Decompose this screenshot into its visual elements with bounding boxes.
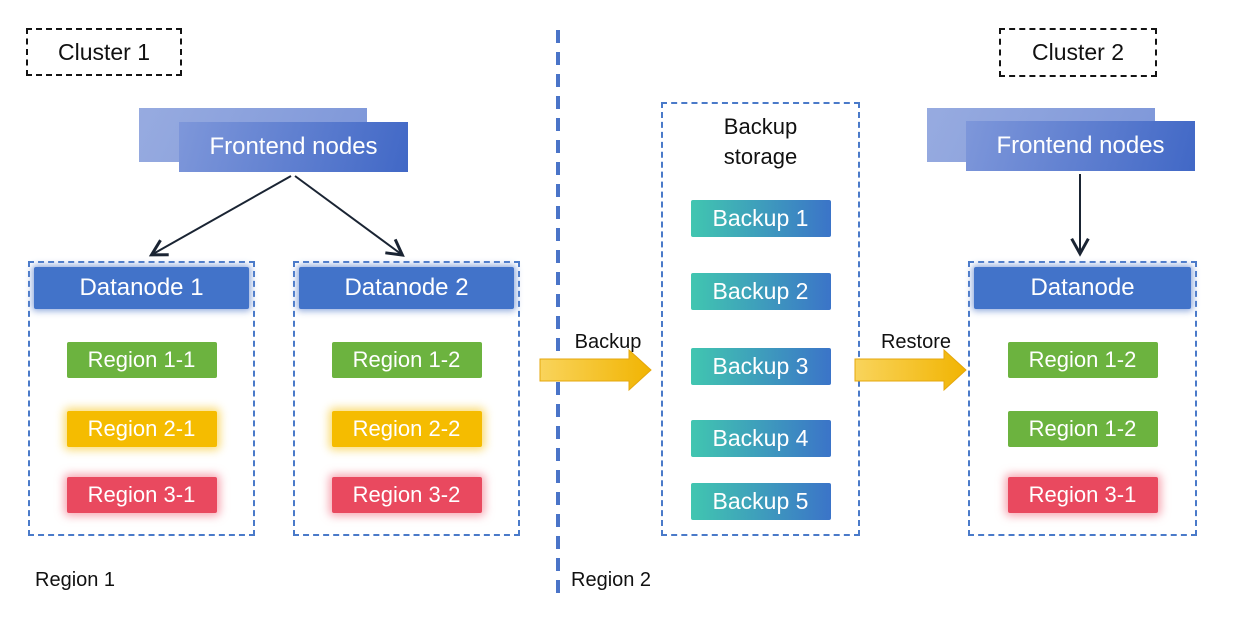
- region-box: Region 2-2: [331, 411, 482, 447]
- region1-label: Region 1: [35, 569, 116, 591]
- region-box: Region 3-2: [331, 477, 482, 513]
- region-box: Region 1-1: [66, 342, 217, 378]
- datanode2-title: Datanode 2: [344, 274, 469, 301]
- region-box: Region 1-2: [1007, 411, 1158, 447]
- datanode-cluster2-container: Datanode Region 1-2 Region 1-2 Region 3-…: [968, 261, 1197, 536]
- cluster1-label: Cluster 1: [26, 28, 182, 76]
- backup-item: Backup 1: [690, 200, 831, 237]
- region-divider-line: [556, 30, 560, 600]
- restore-arrow: [854, 348, 967, 392]
- region-box: Region 1-2: [331, 342, 482, 378]
- backup-storage-title: Backup storage: [723, 114, 798, 169]
- frontend-to-datanode1-arrow: [148, 175, 292, 257]
- region-box: Region 3-1: [1007, 477, 1158, 513]
- datanode1-header: Datanode 1: [34, 267, 249, 309]
- region-box: Region 1-2: [1007, 342, 1158, 378]
- frontend-nodes-label: Frontend nodes: [996, 132, 1165, 159]
- datanode-cluster2-title: Datanode: [1030, 274, 1135, 301]
- frontend-nodes-label: Frontend nodes: [209, 133, 378, 160]
- backup-item: Backup 5: [690, 483, 831, 520]
- region-box: Region 2-1: [66, 411, 217, 447]
- datanode2-header: Datanode 2: [299, 267, 514, 309]
- restore-flow-label: Restore: [880, 331, 952, 353]
- datanode2-container: Datanode 2 Region 1-2 Region 2-2 Region …: [293, 261, 520, 536]
- frontend-nodes-cluster1: Frontend nodes: [179, 122, 408, 172]
- backup-item: Backup 3: [690, 348, 831, 385]
- region2-label: Region 2: [571, 569, 652, 591]
- cluster2-label-text: Cluster 2: [1031, 39, 1125, 65]
- backup-flow-label: Backup: [574, 331, 642, 353]
- cluster2-label: Cluster 2: [999, 28, 1157, 77]
- region-box: Region 3-1: [66, 477, 217, 513]
- cluster1-label-text: Cluster 1: [57, 38, 151, 65]
- frontend-to-datanode2-arrow: [294, 175, 405, 257]
- datanode1-container: Datanode 1 Region 1-1 Region 2-1 Region …: [28, 261, 255, 536]
- datanode-cluster2-header: Datanode: [974, 267, 1191, 309]
- backup-item: Backup 2: [690, 273, 831, 310]
- backup-item: Backup 4: [690, 420, 831, 457]
- datanode1-title: Datanode 1: [79, 274, 204, 301]
- backup-storage-container: Backup storage Backup 1 Backup 2 Backup …: [661, 102, 860, 536]
- frontend-nodes-cluster2: Frontend nodes: [966, 121, 1195, 171]
